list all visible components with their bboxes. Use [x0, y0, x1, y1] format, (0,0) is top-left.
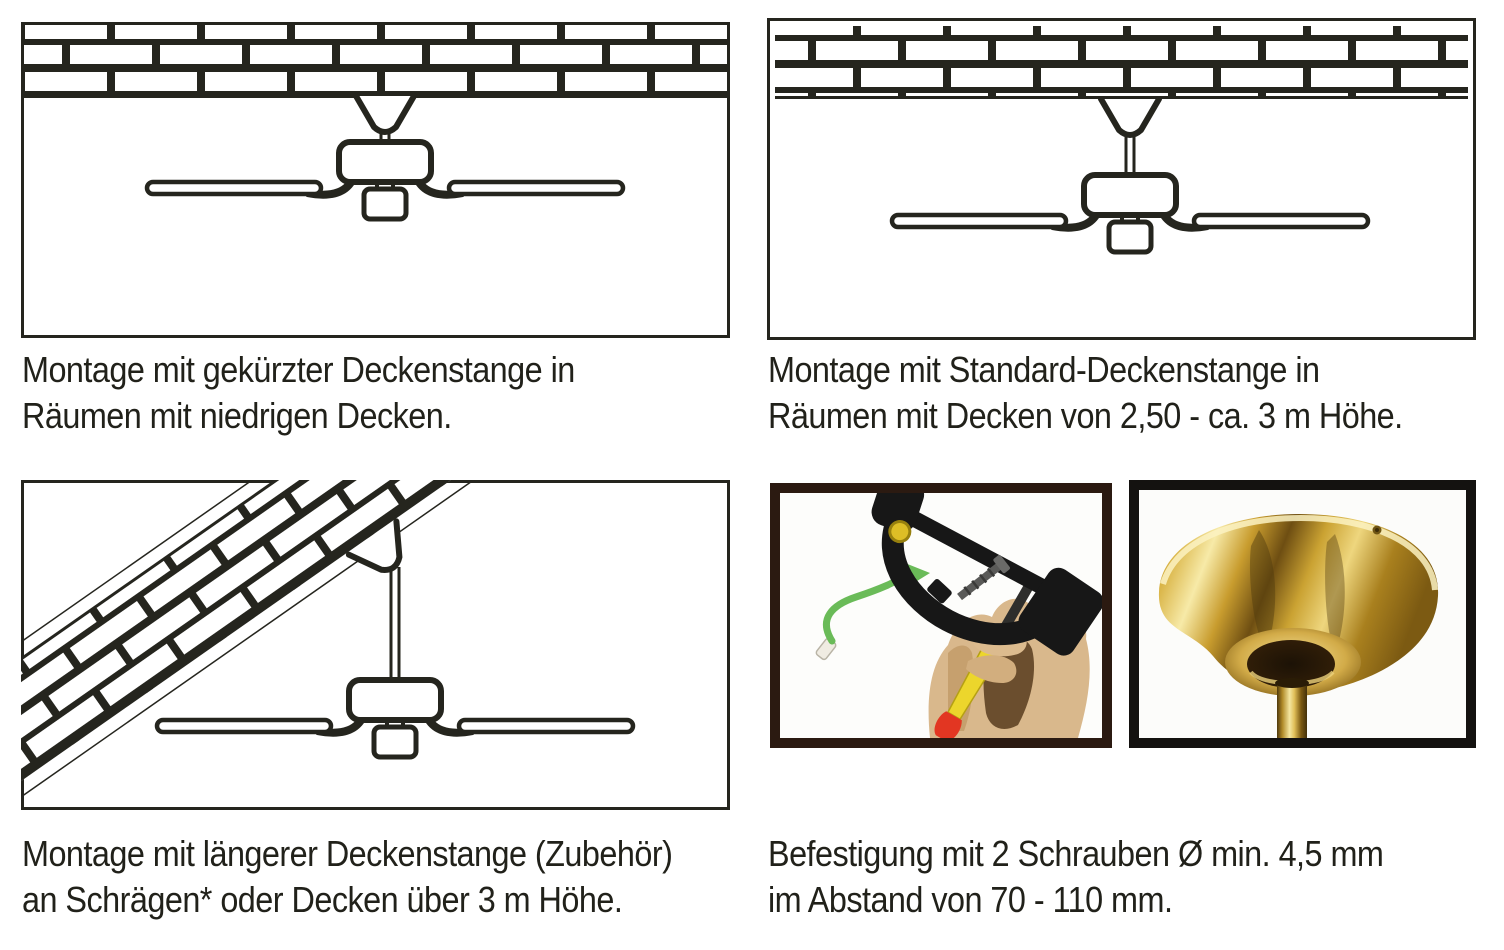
- diagram-short-downrod: [21, 22, 730, 338]
- downrod-shadow: [1275, 678, 1309, 688]
- bell-body: [1158, 514, 1439, 692]
- bracket-tab: [927, 579, 952, 604]
- screw: [957, 555, 1010, 601]
- ceiling-fan-drawing: [147, 96, 623, 219]
- diagram-long-downrod-slope: [21, 480, 730, 810]
- bell-reflection-dark: [1325, 534, 1345, 654]
- diagram-border: [21, 22, 730, 338]
- brick-ceiling: [24, 25, 727, 95]
- photo-brass-canopy-image: [1139, 490, 1466, 738]
- sloped-brick-ceiling: [21, 480, 730, 810]
- bell-opening: [1247, 640, 1335, 688]
- caption-line: im Abstand von 70 - 110 mm.: [768, 879, 1173, 920]
- caption-short-downrod: Montage mit gekürzter Deckenstange in Rä…: [22, 347, 575, 439]
- photo-mounting-bracket-image: [780, 493, 1102, 738]
- caption-line: Montage mit längerer Deckenstange (Zubeh…: [22, 833, 673, 874]
- brass-downrod: [1277, 682, 1307, 738]
- caption-line: Montage mit gekürzter Deckenstange in: [22, 349, 575, 390]
- caption-line: Befestigung mit 2 Schrauben Ø min. 4,5 m…: [768, 833, 1384, 874]
- downrod-standard: [1124, 133, 1136, 177]
- brass-canopy-bell: [1158, 514, 1439, 696]
- caption-line: Montage mit Standard-Deckenstange in: [768, 349, 1320, 390]
- bell-reflection-dark: [1249, 530, 1276, 650]
- bell-rim-highlight: [1160, 514, 1438, 591]
- photo-brass-canopy: [1129, 480, 1476, 748]
- ceiling-fan-drawing: [892, 99, 1368, 252]
- photo-mounting-bracket: [770, 483, 1112, 748]
- canopy: [356, 96, 414, 132]
- mounting-bracket: [871, 493, 1102, 656]
- fan-motor-and-blades: [157, 680, 633, 757]
- caption-fastening: Befestigung mit 2 Schrauben Ø min. 4,5 m…: [768, 831, 1384, 923]
- ceiling-fan-drawing: [157, 521, 633, 757]
- diagram-border: [767, 18, 1476, 340]
- caption-line: an Schrägen* oder Decken über 3 m Höhe.: [22, 879, 623, 920]
- diagram-standard-downrod: [767, 18, 1476, 340]
- caption-standard-downrod: Montage mit Standard-Deckenstange in Räu…: [768, 347, 1403, 439]
- canopy-screw-center: [1375, 528, 1379, 532]
- brick-ceiling: [775, 26, 1468, 96]
- wire-nut: [888, 520, 912, 544]
- bracket-block: [1018, 567, 1102, 656]
- bracket-knob: [871, 493, 925, 532]
- fan-motor-and-blades: [147, 142, 623, 219]
- caption-line: Räumen mit niedrigen Decken.: [22, 395, 452, 436]
- screwdriver-butt: [934, 711, 962, 738]
- caption-line: Räumen mit Decken von 2,50 - ca. 3 m Höh…: [768, 395, 1403, 436]
- bracket-top-bar: [899, 505, 1066, 605]
- downrod-long: [389, 567, 401, 680]
- canopy: [1101, 99, 1159, 135]
- caption-long-downrod: Montage mit längerer Deckenstange (Zubeh…: [22, 831, 673, 923]
- fan-motor-and-blades: [892, 175, 1368, 252]
